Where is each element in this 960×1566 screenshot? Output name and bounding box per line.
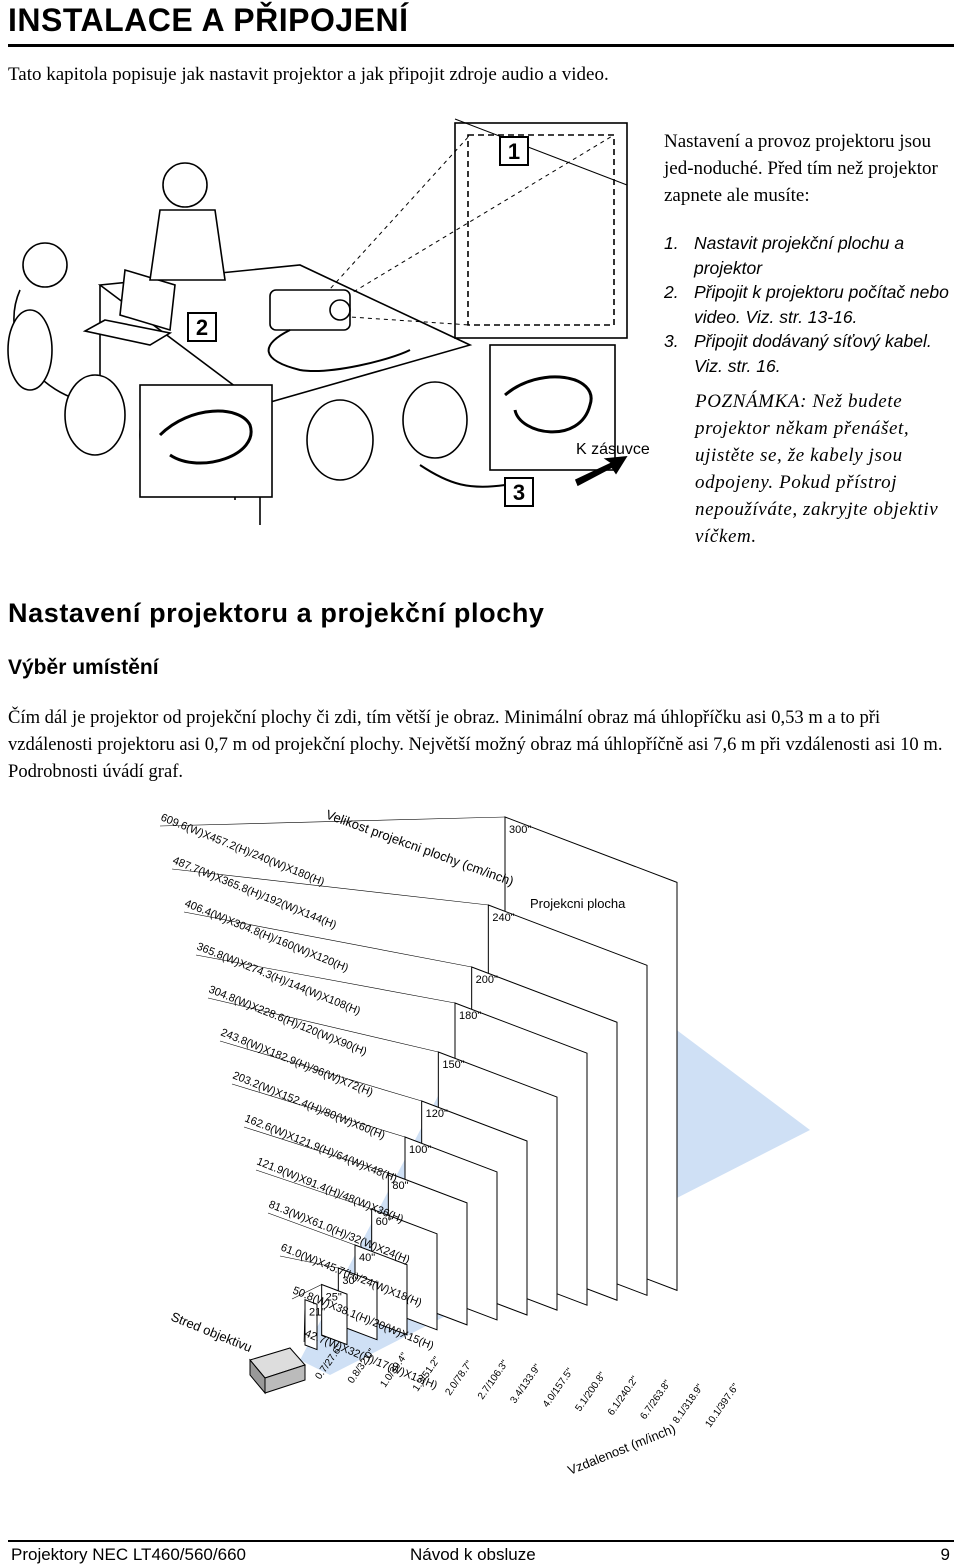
projector (269, 289, 351, 331)
size-leader (183, 911, 472, 968)
power-cable-box (489, 344, 616, 471)
diagonal-label: 25" (326, 1292, 342, 1304)
svg-text:1: 1 (508, 139, 520, 164)
size-label: 487.7(W)X365.8(H)/192(W)X144(H) (171, 855, 338, 932)
projection-screen (454, 122, 628, 339)
body-paragraph: Čím dál je projektor od projekční plochy… (8, 707, 943, 782)
diagonal-label: 150" (442, 1059, 464, 1071)
diagonal-label: 180" (459, 1010, 481, 1022)
diagonal-label: 120" (426, 1108, 448, 1120)
size-label: 203.2(W)X152.4(H)/80(W)X60(H) (231, 1070, 387, 1142)
page-title: INSTALACE A PŘIPOJENÍ (8, 2, 409, 38)
table (97, 264, 473, 406)
person-right (162, 162, 208, 208)
outlet-arrow (574, 456, 628, 487)
page-number: 9 (940, 1545, 950, 1564)
size-leader (279, 1255, 339, 1269)
distance-figure: 609.6(W)X457.2(H)/240(W)X180(H)487.7(W)X… (159, 807, 810, 1478)
section-heading: Nastavení projektoru a projekční plochy (8, 598, 545, 628)
callout-2: 2 (187, 312, 217, 342)
size-leader (207, 997, 439, 1053)
setup-intro: Nastavení a provoz projektoru jsou jed-n… (664, 131, 938, 206)
diagonal-label: 60" (376, 1216, 392, 1228)
size-leader (255, 1169, 372, 1210)
size-leader (159, 816, 506, 827)
svg-text:2: 2 (196, 315, 208, 340)
diagonal-label: 300" (509, 824, 531, 836)
step-text: Nastavit projekční plochu a projektor (694, 233, 905, 278)
size-leader (243, 1126, 389, 1174)
vga-cable-box (139, 384, 273, 498)
setup-illustration: 1 2 3 K zásuvce (7, 118, 650, 525)
size-label: 365.8(W)X274.3(H)/144(W)X108(H) (195, 941, 362, 1018)
note: POZNÁMKA: Než budete projektor někam pře… (695, 391, 939, 547)
size-leader (267, 1212, 356, 1246)
size-leader (231, 1083, 406, 1138)
step-text: Připojit k projektoru počítač nebo video… (694, 282, 949, 327)
title-rule (8, 44, 954, 47)
size-label: 406.4(W)X304.8(H)/160(W)X120(H) (183, 898, 350, 975)
diagonal-labels: 300" 240" 200" 180" 150" 120" 100" 80" 60" 40"30"… (309, 824, 531, 1319)
callout-1: 1 (499, 136, 529, 166)
size-label: 243.8(W)X182.9(H)/96(W)X72(H) (219, 1027, 375, 1099)
step-number: 2. (664, 282, 679, 302)
person-left (22, 242, 68, 288)
step-number: 1. (664, 233, 679, 253)
step-text: Připojit dodávaný síťový kabel. Viz. str… (694, 331, 932, 376)
size-label: 162.6(W)X121.9(H)/64(W)X48(H) (243, 1113, 399, 1185)
size-leader (171, 868, 489, 906)
footer-manual: Návod k obsluze (410, 1545, 536, 1564)
distance-label: 6.1/240.2" (606, 1374, 641, 1418)
intro-text: Tato kapitola popisuje jak nastavit proj… (8, 64, 609, 85)
screen-panels (304, 816, 678, 1351)
size-leader (303, 1299, 306, 1343)
diagonal-label: 40" (359, 1252, 375, 1264)
diagonal-label: 100" (409, 1144, 431, 1156)
distance-label: 8.1/318.9" (671, 1382, 706, 1426)
setup-steps: 1. Nastavit projekční plochu a projektor… (664, 231, 954, 378)
distance-label: 6.7/263.8" (638, 1378, 673, 1422)
svg-text:3: 3 (513, 480, 525, 505)
distance-label: 5.1/200.8" (573, 1370, 608, 1414)
outlet-label: K zásuvce (576, 441, 650, 458)
step-item: 1. Nastavit projekční plochu a projektor (664, 231, 954, 280)
size-leader (195, 954, 456, 1004)
lens-center-label: Stred objektivu (169, 1309, 254, 1355)
projector-icon (249, 1347, 306, 1395)
diagonal-label: 30" (342, 1275, 358, 1287)
step-item: 2. Připojit k projektoru počítač nebo vi… (664, 280, 954, 329)
screen-panel (304, 1298, 318, 1351)
step-item: 3. Připojit dodávaný síťový kabel. Viz. … (664, 329, 954, 378)
distance-label: 2.7/106.3" (476, 1358, 511, 1402)
size-leader (291, 1284, 322, 1300)
size-leader (219, 1040, 422, 1102)
screen-panel (321, 1283, 348, 1346)
footer-rule (8, 1540, 954, 1542)
callout-3: 3 (504, 477, 534, 507)
diagonal-label: 240" (492, 912, 514, 924)
diagonal-label: 200" (476, 974, 498, 986)
distance-label: 2.0/78.7" (443, 1359, 475, 1398)
distance-label: 10.1/397.6" (703, 1381, 741, 1429)
size-label: 304.8(W)X228.6(H)/120(W)X90(H) (207, 984, 369, 1059)
subsection-heading: Výběr umístění (8, 656, 159, 679)
footer-product: Projektory NEC LT460/560/660 (11, 1545, 246, 1564)
distance-axis-title: Vzdalenost (m/inch) (566, 1421, 678, 1478)
diagonal-label: 21" (309, 1307, 325, 1319)
step-number: 3. (664, 331, 679, 351)
distance-label: 4.0/157.5" (541, 1366, 576, 1410)
diagonal-label: 80" (392, 1180, 408, 1192)
distance-label: 3.4/133.9" (508, 1362, 543, 1406)
screen-label: Projekcni plocha (530, 896, 626, 911)
